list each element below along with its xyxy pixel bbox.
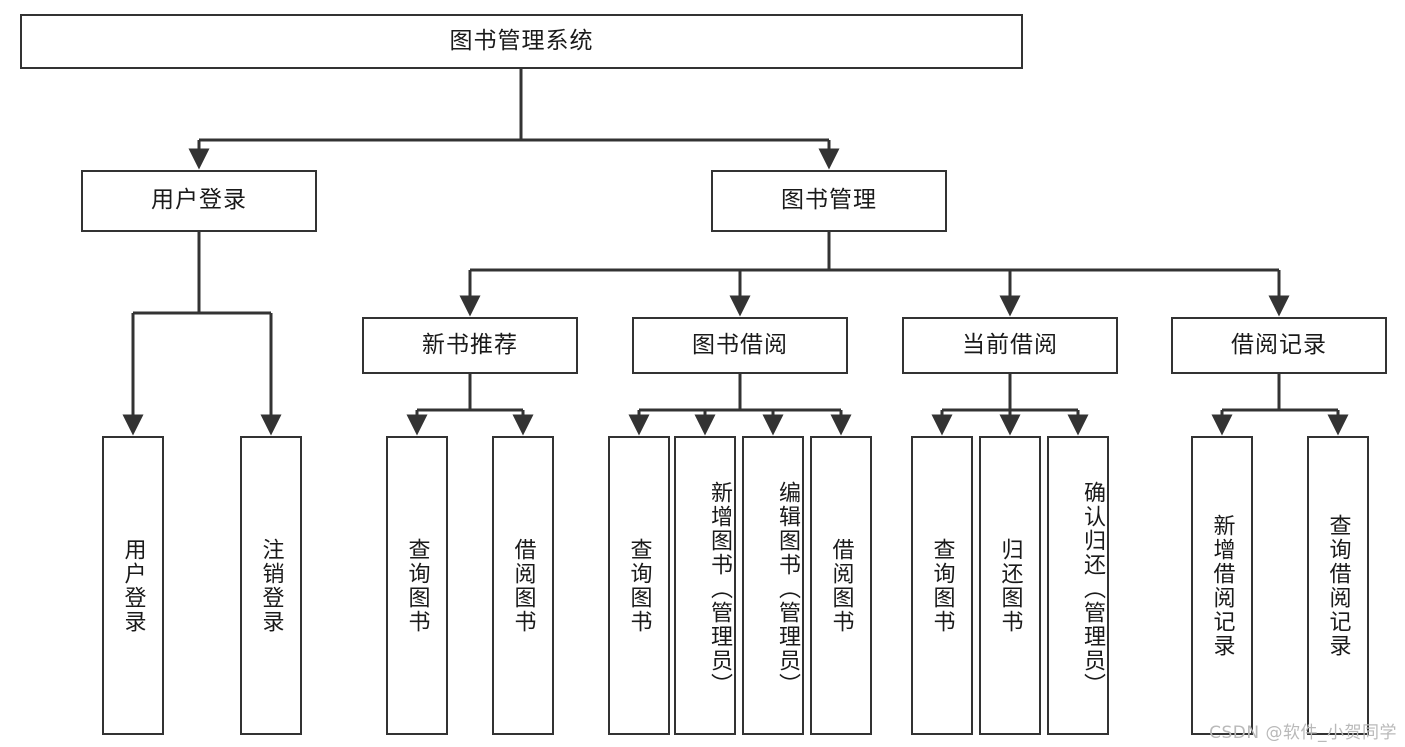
- node-label: 借阅图书: [828, 537, 854, 634]
- node-book-borrow[interactable]: 图书借阅: [632, 317, 848, 374]
- node-label: 用户登录: [120, 537, 146, 634]
- node-leaf-borrow-book[interactable]: 借阅图书: [810, 436, 872, 735]
- node-label: 归还图书: [997, 537, 1023, 634]
- node-label: 用户登录: [151, 187, 247, 214]
- watermark-text: CSDN @软件_小贺同学: [1209, 723, 1397, 743]
- node-leaf-borrow-book-recommend[interactable]: 借阅图书: [492, 436, 554, 735]
- node-label: 查询图书: [404, 537, 430, 634]
- node-user-login[interactable]: 用户登录: [81, 170, 317, 232]
- node-leaf-add-book[interactable]: 新增图书（管理员）: [674, 436, 736, 735]
- node-leaf-query-book-borrow[interactable]: 查询图书: [608, 436, 670, 735]
- node-label: 查询图书: [929, 537, 955, 634]
- node-label: 查询图书: [626, 537, 652, 634]
- node-new-book-recommend[interactable]: 新书推荐: [362, 317, 578, 374]
- node-book-management[interactable]: 图书管理: [711, 170, 947, 232]
- node-leaf-logout-login[interactable]: 注销登录: [240, 436, 302, 735]
- node-leaf-add-borrow-record[interactable]: 新增借阅记录: [1191, 436, 1253, 735]
- node-label: 注销登录: [258, 537, 284, 634]
- node-label: 新增借阅记录: [1209, 513, 1235, 658]
- node-label: 当前借阅: [962, 331, 1058, 358]
- node-label: 图书借阅: [692, 331, 788, 358]
- node-current-borrow[interactable]: 当前借阅: [902, 317, 1118, 374]
- node-borrow-record[interactable]: 借阅记录: [1171, 317, 1387, 374]
- node-label: 新增图书（管理员）: [707, 480, 732, 697]
- node-leaf-query-book-current[interactable]: 查询图书: [911, 436, 973, 735]
- node-leaf-confirm-return[interactable]: 确认归还（管理员）: [1047, 436, 1109, 735]
- node-label: 新书推荐: [422, 331, 518, 358]
- node-leaf-query-book-recommend[interactable]: 查询图书: [386, 436, 448, 735]
- node-label: 借阅图书: [510, 537, 536, 634]
- node-label: 图书管理系统: [449, 27, 594, 54]
- node-root-book-management-system[interactable]: 图书管理系统: [20, 14, 1023, 69]
- node-label: 确认归还（管理员）: [1080, 480, 1105, 697]
- node-leaf-edit-book[interactable]: 编辑图书（管理员）: [742, 436, 804, 735]
- node-label: 查询借阅记录: [1325, 513, 1351, 658]
- node-leaf-query-borrow-record[interactable]: 查询借阅记录: [1307, 436, 1369, 735]
- node-label: 编辑图书（管理员）: [775, 480, 800, 697]
- node-label: 图书管理: [781, 187, 877, 214]
- node-label: 借阅记录: [1231, 331, 1327, 358]
- node-leaf-user-login[interactable]: 用户登录: [102, 436, 164, 735]
- node-leaf-return-book[interactable]: 归还图书: [979, 436, 1041, 735]
